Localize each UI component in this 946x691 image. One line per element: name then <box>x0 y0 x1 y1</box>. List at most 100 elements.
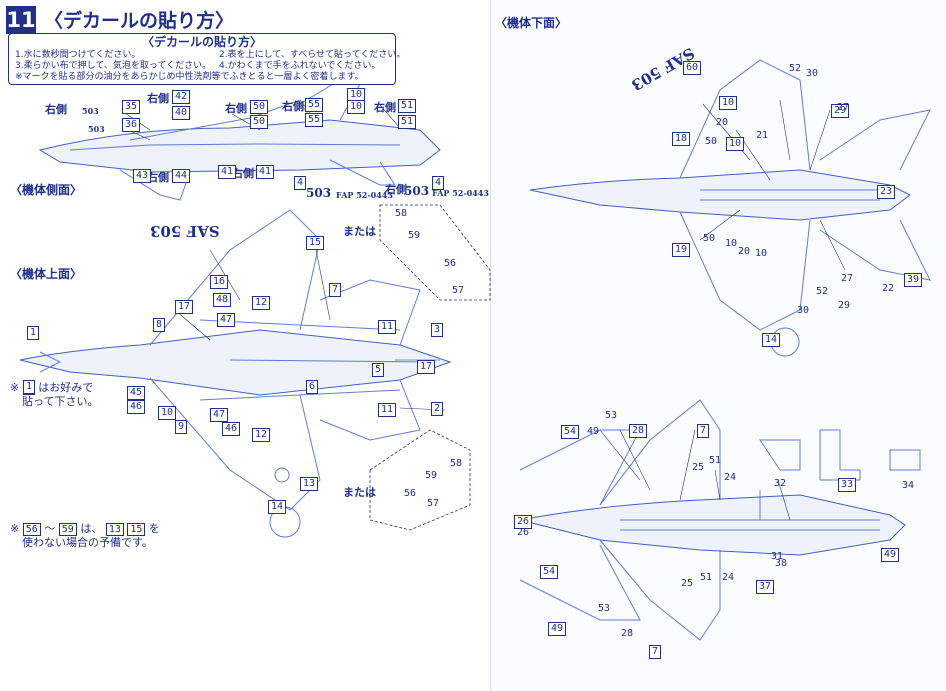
callout: 30 <box>797 305 810 316</box>
callout: 47 <box>210 408 229 422</box>
spare-note: ※ 56 ～ 59 は、 13 15 を 使わない場合の予備です。 <box>10 522 160 550</box>
callout: 1 <box>27 326 40 340</box>
callout: 51 <box>709 455 722 466</box>
callout: 48 <box>213 293 232 307</box>
callout: 52 <box>789 63 802 74</box>
tail-number: 503 <box>404 184 430 198</box>
callout: 46 <box>222 422 241 436</box>
callout: 12 <box>252 428 271 442</box>
callout-13: 13 <box>105 523 124 536</box>
callout: 10 <box>755 248 768 259</box>
callout: 49 <box>881 548 900 562</box>
tail-small-marking: 503 <box>82 106 99 116</box>
callout: 16 <box>210 275 229 289</box>
serial-marking: FAP 52-0443 <box>336 190 393 200</box>
saf-marking: SAF 503 <box>150 222 220 240</box>
callout: 36 <box>122 118 141 132</box>
spare-decal: 59 <box>408 230 421 241</box>
or-label: または <box>343 225 376 238</box>
tail-small-marking: 503 <box>88 124 105 134</box>
callout: 9 <box>175 420 188 434</box>
callout: 14 <box>268 500 287 514</box>
callout: 10 <box>726 137 745 151</box>
callout: 51 <box>398 115 417 129</box>
callout: 30 <box>806 68 819 79</box>
callout: 3 <box>431 323 444 337</box>
right-side-label: 右側 <box>374 101 396 114</box>
note-text: 貼って下さい。 <box>22 395 99 408</box>
callout: 34 <box>902 480 915 491</box>
step-title: 〈デカールの貼り方〉 <box>44 10 235 32</box>
spare-decal: 58 <box>395 208 408 219</box>
callout: 11 <box>378 320 397 334</box>
note-text: ～ <box>44 522 56 535</box>
callout: 24 <box>724 472 737 483</box>
callout: 27 <box>841 273 854 284</box>
callout: 52 <box>816 286 829 297</box>
callout: 7 <box>649 645 662 659</box>
note-mark: ※ <box>10 381 20 394</box>
callout: 33 <box>838 478 857 492</box>
callout: 50 <box>705 136 718 147</box>
note-mark: ※ <box>10 522 20 535</box>
or-label: または <box>343 486 376 499</box>
howto-step-2: 2.表を上にして、すべらせて貼ってください。 <box>219 50 406 60</box>
howto-step-1: 1.水に数秒間つけてください。 <box>15 50 141 60</box>
note-text: を <box>148 522 160 535</box>
section-side-view: 〈機体側面〉 <box>10 183 83 197</box>
step-number: 11 <box>6 6 36 34</box>
spare-decal: 57 <box>427 498 440 509</box>
note-text: は、 <box>80 522 103 535</box>
callout: 43 <box>133 169 152 183</box>
callout: 4 <box>432 176 445 190</box>
callout: 31 <box>771 551 784 562</box>
callout: 4 <box>294 176 307 190</box>
callout: 55 <box>305 98 324 112</box>
callout: 1 <box>23 380 36 394</box>
callout: 41 <box>218 165 237 179</box>
howto-tip: ※マークを貼る部分の油分をあらかじめ中性洗剤等でふきとると一層よく密着します。 <box>15 72 364 82</box>
callout: 17 <box>175 300 194 314</box>
callout: 10 <box>347 88 366 102</box>
howto-step-4: 4.かわくまで手をふれないでください。 <box>219 61 381 71</box>
callout: 12 <box>252 296 271 310</box>
callout: 53 <box>598 603 611 614</box>
callout: 28 <box>621 628 634 639</box>
callout: 60 <box>683 61 702 75</box>
howto-step-3: 3.柔らかい布で押して、気泡を取ってください。 <box>15 61 212 71</box>
callout: 55 <box>305 113 324 127</box>
callout: 7 <box>329 283 342 297</box>
callout: 27 <box>837 102 850 113</box>
callout: 46 <box>127 400 146 414</box>
callout: 49 <box>548 622 567 636</box>
spare-box-bottom <box>369 429 471 531</box>
callout: 29 <box>831 104 850 118</box>
callout: 47 <box>217 313 236 327</box>
note-text: はお好みで <box>38 381 94 394</box>
callout: 38 <box>775 558 788 569</box>
callout: 42 <box>172 90 191 104</box>
callout: 51 <box>398 99 417 113</box>
callout: 26 <box>517 527 530 538</box>
callout: 41 <box>256 165 275 179</box>
right-side-label: 右側 <box>225 102 247 115</box>
note-text: 使わない場合の予備です。 <box>22 536 153 549</box>
callout: 10 <box>719 96 738 110</box>
spare-decal: 56 <box>444 258 457 269</box>
callout: 54 <box>561 425 580 439</box>
callout: 24 <box>722 572 735 583</box>
right-side-label: 右側 <box>147 171 169 184</box>
decal-howto-box: 〈デカールの貼り方〉 1.水に数秒間つけてください。 2.表を上にして、すべらせ… <box>8 33 405 85</box>
callout: 37 <box>756 580 775 594</box>
callout: 50 <box>250 100 269 114</box>
callout: 17 <box>417 360 436 374</box>
callout: 32 <box>774 478 787 489</box>
callout: 25 <box>692 462 705 473</box>
right-side-label: 右側 <box>147 92 169 105</box>
right-side-label: 右側 <box>385 183 407 196</box>
serial-marking: FAP 52-0443 <box>432 188 489 198</box>
callout: 14 <box>762 333 781 347</box>
callout: 19 <box>672 243 691 257</box>
spare-decal: 57 <box>452 285 465 296</box>
